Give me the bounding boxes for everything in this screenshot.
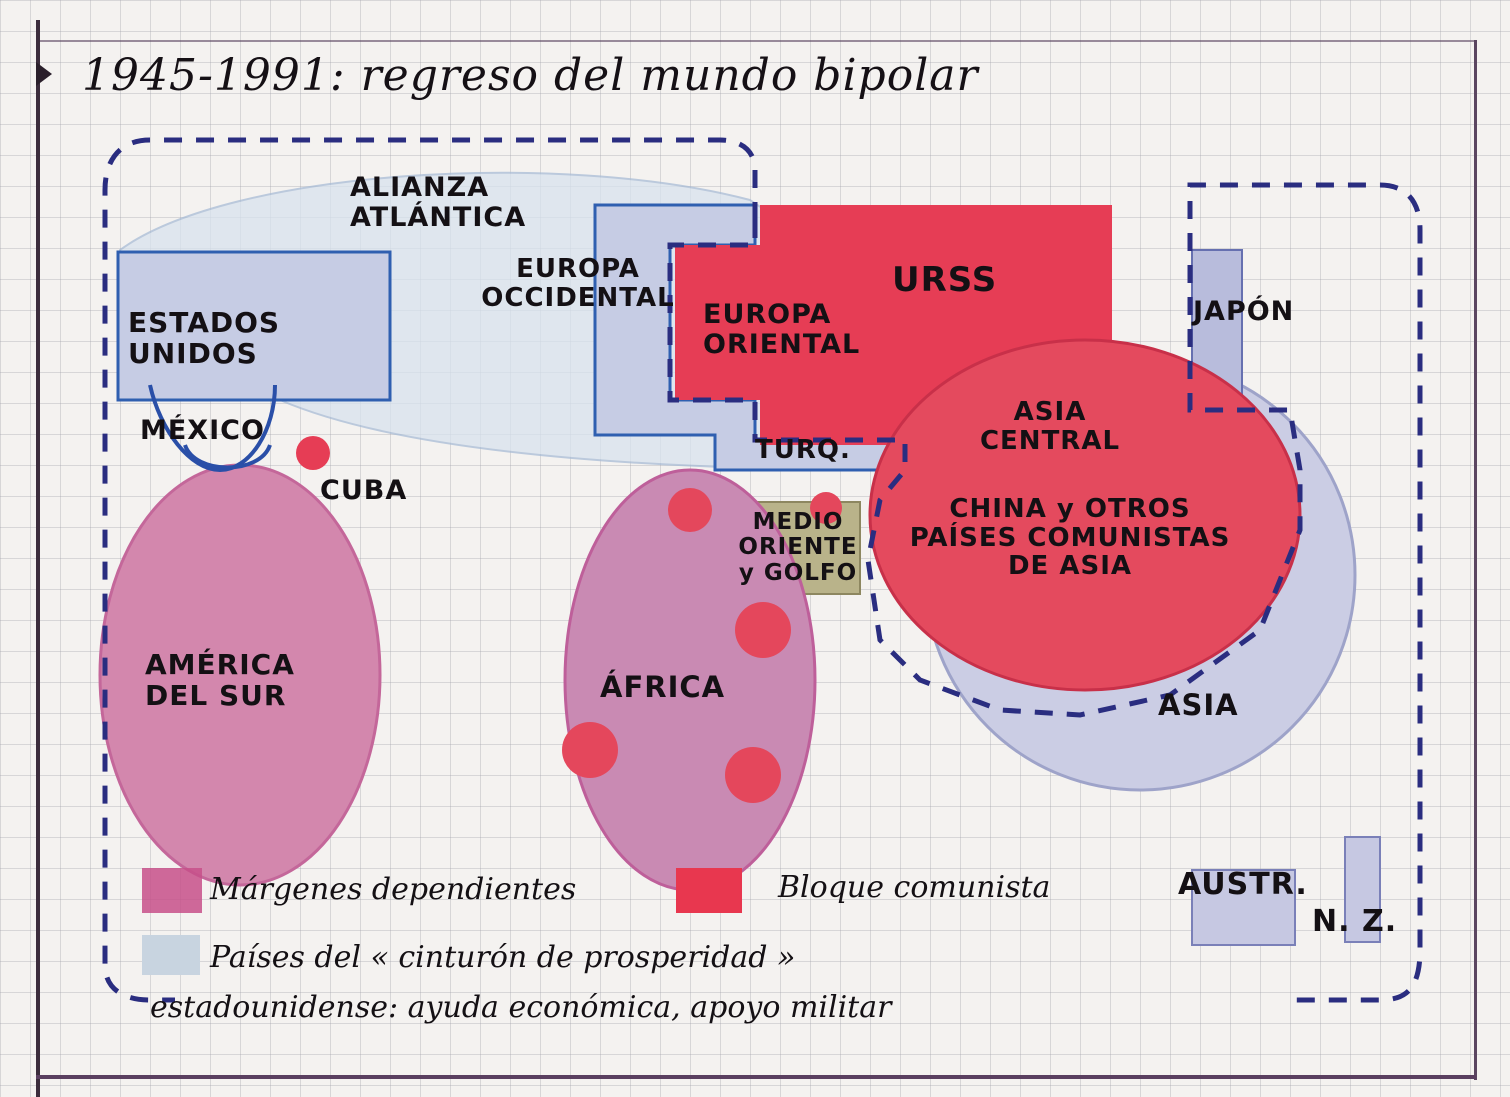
label-alianza-atlantica: ALIANZA ATLÁNTICA bbox=[350, 172, 527, 233]
africa-red-dot bbox=[668, 488, 712, 532]
frame-right-line bbox=[1474, 40, 1477, 1080]
africa-red-dot bbox=[725, 747, 781, 803]
mexico-lower-arc bbox=[183, 444, 272, 470]
cuba-circle bbox=[296, 436, 330, 470]
legend-swatch-margenes bbox=[142, 868, 202, 913]
label-cuba: CUBA bbox=[320, 475, 408, 506]
label-urss: URSS bbox=[892, 260, 998, 300]
africa-red-dot bbox=[810, 492, 842, 524]
diagram-title: 1945-1991: regreso del mundo bipolar bbox=[82, 50, 979, 101]
frame-left-line bbox=[36, 20, 40, 1097]
label-china: CHINA y OTROS PAÍSES COMUNISTAS DE ASIA bbox=[909, 494, 1231, 582]
australia-region bbox=[1191, 869, 1296, 946]
legend-swatch-cinturon bbox=[142, 935, 200, 975]
label-estados-unidos: ESTADOS UNIDOS bbox=[128, 306, 281, 370]
africa-red-dot bbox=[735, 602, 791, 658]
label-europa-occidental: EUROPA OCCIDENTAL bbox=[481, 254, 675, 313]
mexico-arc bbox=[148, 384, 277, 473]
legend-bloque-label: Bloque comunista bbox=[778, 870, 1051, 905]
label-nueva-zelanda: N. Z. bbox=[1312, 904, 1398, 939]
frame-bottom-line bbox=[36, 1075, 1476, 1079]
nueva-zelanda-region bbox=[1344, 836, 1381, 943]
africa-red-dot bbox=[562, 722, 618, 778]
label-turquia: TURQ. bbox=[755, 435, 851, 465]
label-australia: AUSTR. bbox=[1178, 867, 1308, 902]
label-europa-oriental: EUROPA ORIENTAL bbox=[703, 299, 861, 360]
legend-cinturon-label-1: Países del « cinturón de prosperidad » bbox=[210, 940, 796, 975]
label-asia-central: ASIA CENTRAL bbox=[979, 397, 1121, 456]
estados-unidos-region bbox=[116, 250, 392, 402]
label-japon: JAPÓN bbox=[1193, 296, 1295, 327]
label-asia: ASIA bbox=[1158, 688, 1239, 722]
legend-swatch-bloque bbox=[676, 868, 742, 913]
label-medio-oriente: MEDIO ORIENTE y GOLFO bbox=[738, 509, 858, 586]
legend-margenes-label: Márgenes dependientes bbox=[210, 872, 577, 907]
label-africa: ÁFRICA bbox=[600, 670, 726, 704]
label-america-del-sur: AMÉRICA DEL SUR bbox=[145, 648, 295, 712]
east-europe-boundary bbox=[667, 182, 1423, 1003]
frame-top-line bbox=[36, 40, 1476, 42]
label-mexico: MÉXICO bbox=[140, 415, 265, 446]
china-region bbox=[868, 338, 1302, 692]
legend-cinturon-label-2: estadounidense: ayuda económica, apoyo m… bbox=[150, 990, 892, 1025]
title-bullet-icon bbox=[36, 62, 52, 86]
us-sphere-boundary bbox=[102, 137, 758, 1003]
